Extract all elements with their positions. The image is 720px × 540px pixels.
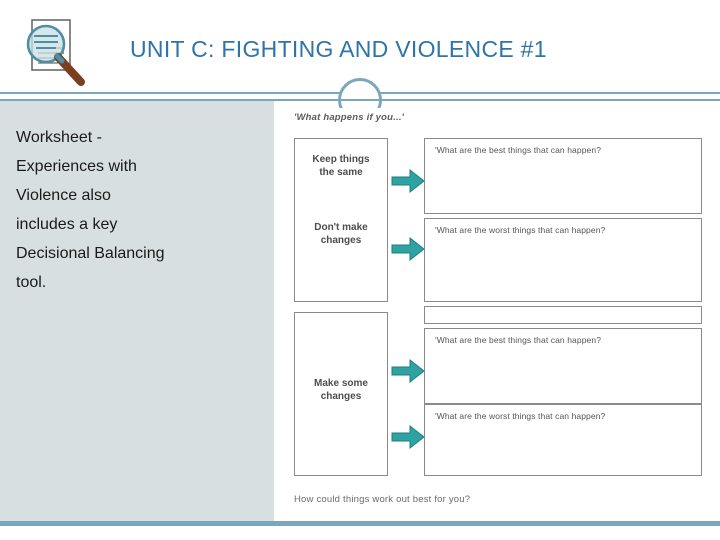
magnifying-glass-document-logo — [14, 14, 88, 92]
question-label-1: 'What are the best things that can happe… — [435, 145, 602, 155]
option-box-2: Make some changes — [294, 312, 388, 476]
body-line-4: includes a key — [16, 216, 118, 233]
footer-accent-bar — [0, 521, 720, 526]
left-content-panel: Worksheet - Experiences with Violence al… — [0, 101, 274, 525]
worksheet-image: 'What happens if you...' Keep things the… — [286, 108, 710, 516]
option-2-line-1: Don't make — [314, 222, 368, 233]
option-1-line-2: the same — [319, 167, 363, 178]
arrow-right-icon-3 — [390, 358, 426, 384]
body-line-2: Experiences with — [16, 158, 137, 175]
question-label-3: 'What are the best things that can happe… — [435, 335, 602, 345]
arrow-right-icon-4 — [390, 424, 426, 450]
option-2-line-2: changes — [320, 235, 362, 246]
separator-box — [424, 306, 702, 324]
option-3-line-1: Make some — [314, 378, 368, 389]
header-divider-bottom — [0, 99, 720, 101]
answer-box-4[interactable]: 'What are the worst things that can happ… — [424, 404, 702, 476]
question-label-2: 'What are the worst things that can happ… — [435, 225, 606, 235]
arrow-right-icon-1 — [390, 168, 426, 194]
body-text-block: Worksheet - Experiences with Violence al… — [16, 123, 260, 297]
arrow-right-icon-2 — [390, 236, 426, 262]
answer-box-1[interactable]: 'What are the best things that can happe… — [424, 138, 702, 214]
option-box-1: Keep things the same Don't make changes — [294, 138, 388, 302]
answer-box-2[interactable]: 'What are the worst things that can happ… — [424, 218, 702, 302]
option-3-line-2: changes — [320, 391, 362, 402]
body-line-5: Decisional Balancing — [16, 245, 165, 262]
worksheet-caption-bottom: How could things work out best for you? — [294, 494, 471, 505]
option-1-line-1: Keep things — [312, 154, 370, 165]
worksheet-caption-top: 'What happens if you...' — [294, 112, 405, 123]
body-line-1: Worksheet - — [16, 129, 102, 146]
page-title: UNIT C: FIGHTING AND VIOLENCE #1 — [130, 36, 547, 62]
question-label-4: 'What are the worst things that can happ… — [435, 411, 606, 421]
body-line-3: Violence also — [16, 187, 111, 204]
answer-box-3[interactable]: 'What are the best things that can happe… — [424, 328, 702, 404]
body-line-6: tool. — [16, 274, 47, 291]
